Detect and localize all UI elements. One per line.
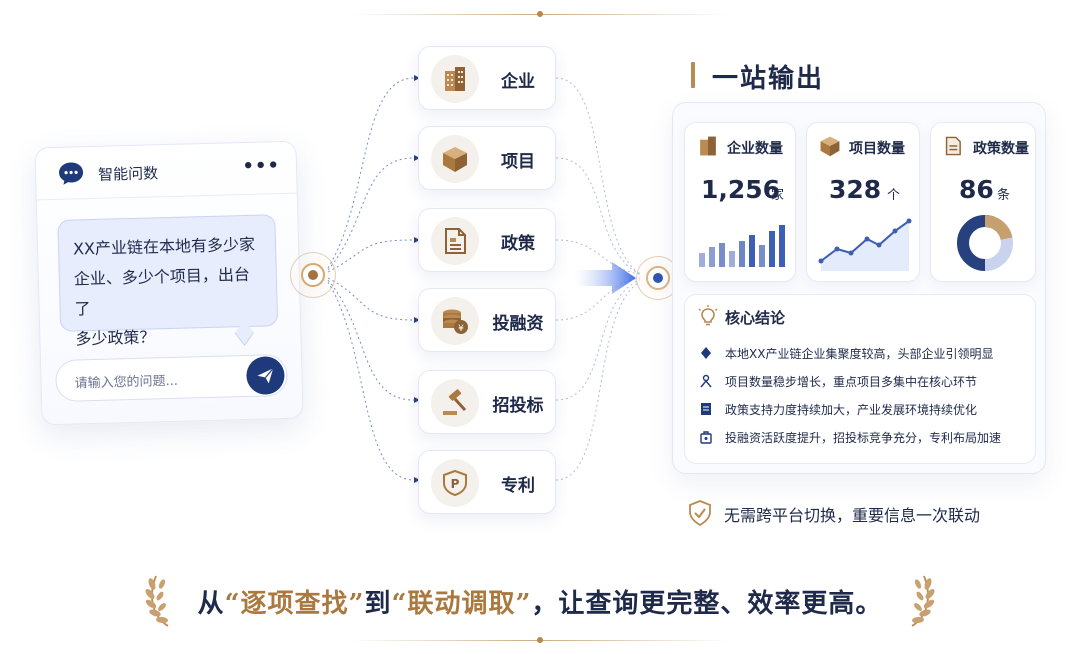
source-hub-core [308,270,318,280]
stat-label: 企业数量 [727,141,783,157]
laurel-right-icon [911,575,935,627]
chat-card: 智能问数 ••• XX产业链在本地有多少家 企业、多少个项目，出台了 多少政策？… [34,140,304,426]
conclusion-text: 本地XX产业链企业集聚度较高，头部企业引领明显 [725,347,994,361]
stat-unit: 个 [887,188,901,203]
chat-header: 智能问数 ••• [35,141,297,201]
category-investment[interactable]: ¥ 投融资 [418,288,556,352]
conclusion-text: 项目数量稳步增长，重点项目多集中在核心环节 [725,375,978,389]
gavel-icon [431,379,479,427]
slogan-part: 到 [364,589,392,619]
stat-value: 86 [959,175,994,204]
conclusion-text: 政策支持力度持续加大，产业发展环境持续优化 [725,403,978,417]
donut-chart [957,215,1013,271]
stat-value: 1,256 [701,175,781,204]
svg-text:¥: ¥ [458,324,464,334]
output-hub-core [653,273,663,283]
category-project[interactable]: 项目 [418,126,556,190]
category-label: 企业 [501,72,535,92]
stat-value: 328 [829,175,882,204]
stat-card-enterprise: 企业数量 1,256 家 [684,122,796,282]
chat-bubble-icon [59,162,84,185]
title-accent-bar [691,62,695,88]
question-input[interactable]: 请输入您的问题... [54,353,288,402]
top-divider-dot [537,11,543,17]
chat-title: 智能问数 [97,164,159,184]
input-placeholder: 请输入您的问题... [74,373,179,392]
conclusion-item: 本地XX产业链企业集聚度较高，头部企业引领明显 [699,343,1029,365]
coins-icon: ¥ [431,297,479,345]
slogan-part: 从 [197,589,225,619]
category-label: 专利 [501,476,535,496]
conclusion-box: 核心结论 本地XX产业链企业集聚度较高，头部企业引领明显 项目数量稳步增长，重点… [684,294,1036,464]
conclusion-text: 投融资活跃度提升，招投标竞争充分，专利布局加速 [725,431,1002,445]
category-patent[interactable]: P 专利 [418,450,556,514]
conclusion-title: 核心结论 [725,309,786,327]
patent-shield-icon: P [431,459,479,507]
conclusion-item: 投融资活跃度提升，招投标竞争充分，专利布局加速 [699,427,1029,449]
building-icon [700,136,716,156]
document-icon [701,403,711,415]
send-icon [257,367,274,384]
stat-label: 项目数量 [849,141,905,157]
stat-card-project: 项目数量 328 个 [806,122,920,282]
svg-text:P: P [451,477,460,491]
category-enterprise[interactable]: 企业 [418,46,556,110]
conclusion-item: 政策支持力度持续加大，产业发展环境持续优化 [699,399,1029,421]
shield-check-icon [689,500,711,526]
footnote-text: 无需跨平台切换，重要信息一次联动 [724,506,981,525]
bag-icon [700,431,712,444]
question-line: 企业、多少个项目，出台了 [73,264,251,319]
category-label: 招投标 [492,396,544,416]
more-horizontal-icon[interactable]: ••• [242,155,281,178]
slogan-highlight: “联动调取” [391,589,532,619]
building-icon [431,55,479,103]
send-button[interactable] [245,356,285,395]
stat-unit: 条 [997,188,1011,203]
output-title: 一站输出 [712,64,825,94]
question-line: 多少政策？ [75,327,156,349]
stat-card-policy: 政策数量 86 条 [930,122,1036,282]
laurel-left-icon [145,575,169,627]
source-hub-ring [301,263,325,287]
diamond-icon [701,347,711,359]
category-label: 投融资 [492,314,544,334]
bottom-divider-dot [537,637,543,643]
question-bubble: XX产业链在本地有多少家 企业、多少个项目，出台了 多少政策？ [57,214,279,348]
line-sparkline [818,218,912,271]
stat-label: 政策数量 [973,141,1029,157]
conclusion-item: 项目数量稳步增长，重点项目多集中在核心环节 [699,371,1029,393]
category-bidding[interactable]: 招投标 [418,370,556,434]
slogan-part: ，让查询更完整、效率更高。 [531,589,883,619]
category-label: 项目 [501,152,535,172]
box-icon [820,136,840,157]
lightbulb-icon [698,305,718,326]
document-icon [945,136,961,156]
slogan: 从“逐项查找”到“联动调取”，让查询更完整、效率更高。 [160,583,920,620]
question-line: XX产业链在本地有多少家 [72,234,256,259]
category-policy[interactable]: 政策 [418,208,556,272]
category-label: 政策 [501,234,535,254]
bar-sparkline [699,225,785,267]
document-icon [431,217,479,265]
slogan-highlight: “逐项查找” [224,589,365,619]
person-icon [700,374,712,388]
box-icon [431,135,479,183]
stat-unit: 家 [771,188,785,203]
